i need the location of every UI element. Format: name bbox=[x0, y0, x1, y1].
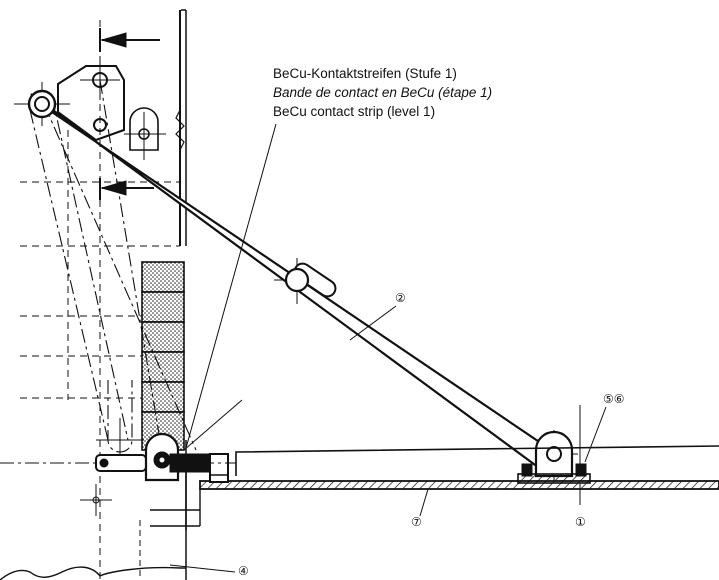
part-label-door-leaf: ⑦ bbox=[411, 515, 422, 529]
caption-french: Bande de contact en BeCu (étape 1) bbox=[273, 85, 493, 100]
hinge-assembly bbox=[0, 432, 236, 530]
part-label-frame: ④ bbox=[238, 564, 249, 578]
contact-block-stack bbox=[141, 261, 185, 451]
door-leaf bbox=[199, 445, 719, 490]
part-label-strut: ② bbox=[395, 291, 406, 305]
upper-bracket bbox=[57, 65, 159, 151]
part-label-bolts: ⑤⑥ bbox=[603, 392, 625, 406]
part-label-foot-bracket: ① bbox=[575, 515, 586, 529]
section-arrows bbox=[99, 28, 160, 200]
strut-foot-bracket bbox=[517, 405, 591, 505]
strut-arm bbox=[27, 89, 562, 475]
leader-lines bbox=[169, 123, 607, 573]
caption-german: BeCu-Kontaktstreifen (Stufe 1) bbox=[273, 66, 457, 81]
ground-break-line bbox=[0, 566, 186, 580]
caption-english: BeCu contact strip (level 1) bbox=[273, 104, 436, 119]
